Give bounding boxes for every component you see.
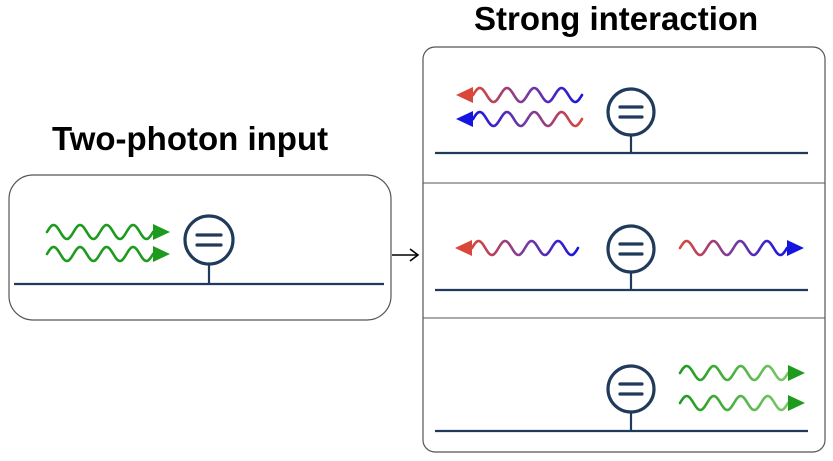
photon-wave bbox=[471, 86, 584, 104]
interaction-panel bbox=[422, 46, 826, 453]
input-emitter bbox=[183, 214, 235, 284]
photon-wave bbox=[678, 239, 789, 257]
photon-arrowhead bbox=[153, 224, 170, 240]
photon-wave bbox=[45, 245, 155, 263]
emitter-transmission bbox=[606, 364, 656, 431]
input-title: Two-photon input bbox=[52, 120, 329, 157]
emitter-icon bbox=[606, 364, 656, 414]
interaction-title: Strong interaction bbox=[474, 0, 759, 37]
reflected-photon-split bbox=[455, 239, 580, 257]
emitter-icon bbox=[606, 87, 656, 137]
emitter-icon bbox=[606, 224, 656, 274]
transmitted-photon-2 bbox=[678, 394, 805, 412]
emitter-icon bbox=[183, 214, 235, 266]
photon-wave bbox=[678, 364, 790, 382]
output-photons bbox=[455, 86, 805, 412]
photon-arrowhead bbox=[788, 395, 805, 411]
input-photon-2 bbox=[45, 245, 170, 263]
photon-arrowhead bbox=[455, 240, 472, 256]
photon-arrowhead bbox=[456, 111, 473, 127]
interaction-emitters bbox=[606, 87, 656, 431]
photon-wave bbox=[470, 239, 580, 257]
emitter-reflection bbox=[606, 87, 656, 153]
input-photons bbox=[45, 223, 170, 263]
input-panel bbox=[8, 174, 392, 321]
emitter-split bbox=[606, 224, 656, 290]
transmitted-photon-1 bbox=[678, 364, 805, 382]
reflected-photon-2 bbox=[456, 110, 584, 128]
photon-arrowhead bbox=[153, 246, 170, 262]
arrow-icon bbox=[392, 248, 420, 262]
photon-wave bbox=[45, 223, 155, 241]
reflected-photon-1 bbox=[456, 86, 584, 104]
photon-arrowhead bbox=[456, 87, 473, 103]
input-photon-1 bbox=[45, 223, 170, 241]
photon-wave bbox=[471, 110, 584, 128]
photon-arrowhead bbox=[787, 240, 804, 256]
photon-wave bbox=[678, 394, 790, 412]
transmitted-photon-split bbox=[678, 239, 804, 257]
photon-arrowhead bbox=[788, 365, 805, 381]
